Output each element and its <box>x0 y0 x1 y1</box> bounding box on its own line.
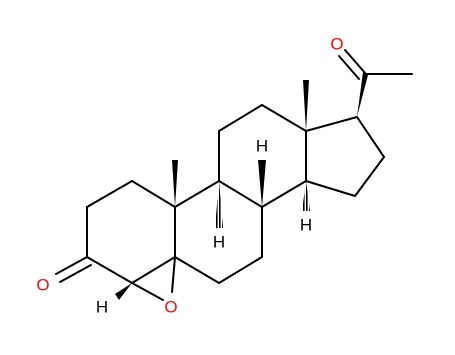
c13-methyl-wedge <box>303 80 309 131</box>
c8-hydrogen-label: H <box>256 137 268 156</box>
epoxide-ring: O H <box>96 256 178 317</box>
ring-d <box>305 116 385 197</box>
c8-hydrogen-wedge <box>258 160 266 207</box>
ketone-oxygen-label: O <box>36 276 49 295</box>
c14-hydrogen-label: H <box>300 216 312 235</box>
c4-hydrogen-label: H <box>96 298 108 317</box>
c17-acetyl-wedge <box>357 72 368 117</box>
acetyl-group: O <box>330 35 413 117</box>
c14-hydrogen-hash <box>302 181 310 211</box>
ring-c <box>218 104 307 208</box>
ring-a <box>86 180 176 284</box>
acetyl-oxygen-label: O <box>330 35 343 54</box>
c9-hydrogen-label: H <box>213 233 225 252</box>
c4-hydrogen-wedge <box>115 283 132 300</box>
ketone-group: O <box>36 256 92 295</box>
c10-methyl-wedge <box>172 160 178 207</box>
c9-hydrogen-hash <box>215 181 223 228</box>
ring-b <box>174 180 263 284</box>
epoxide-oxygen-label: O <box>164 298 177 317</box>
